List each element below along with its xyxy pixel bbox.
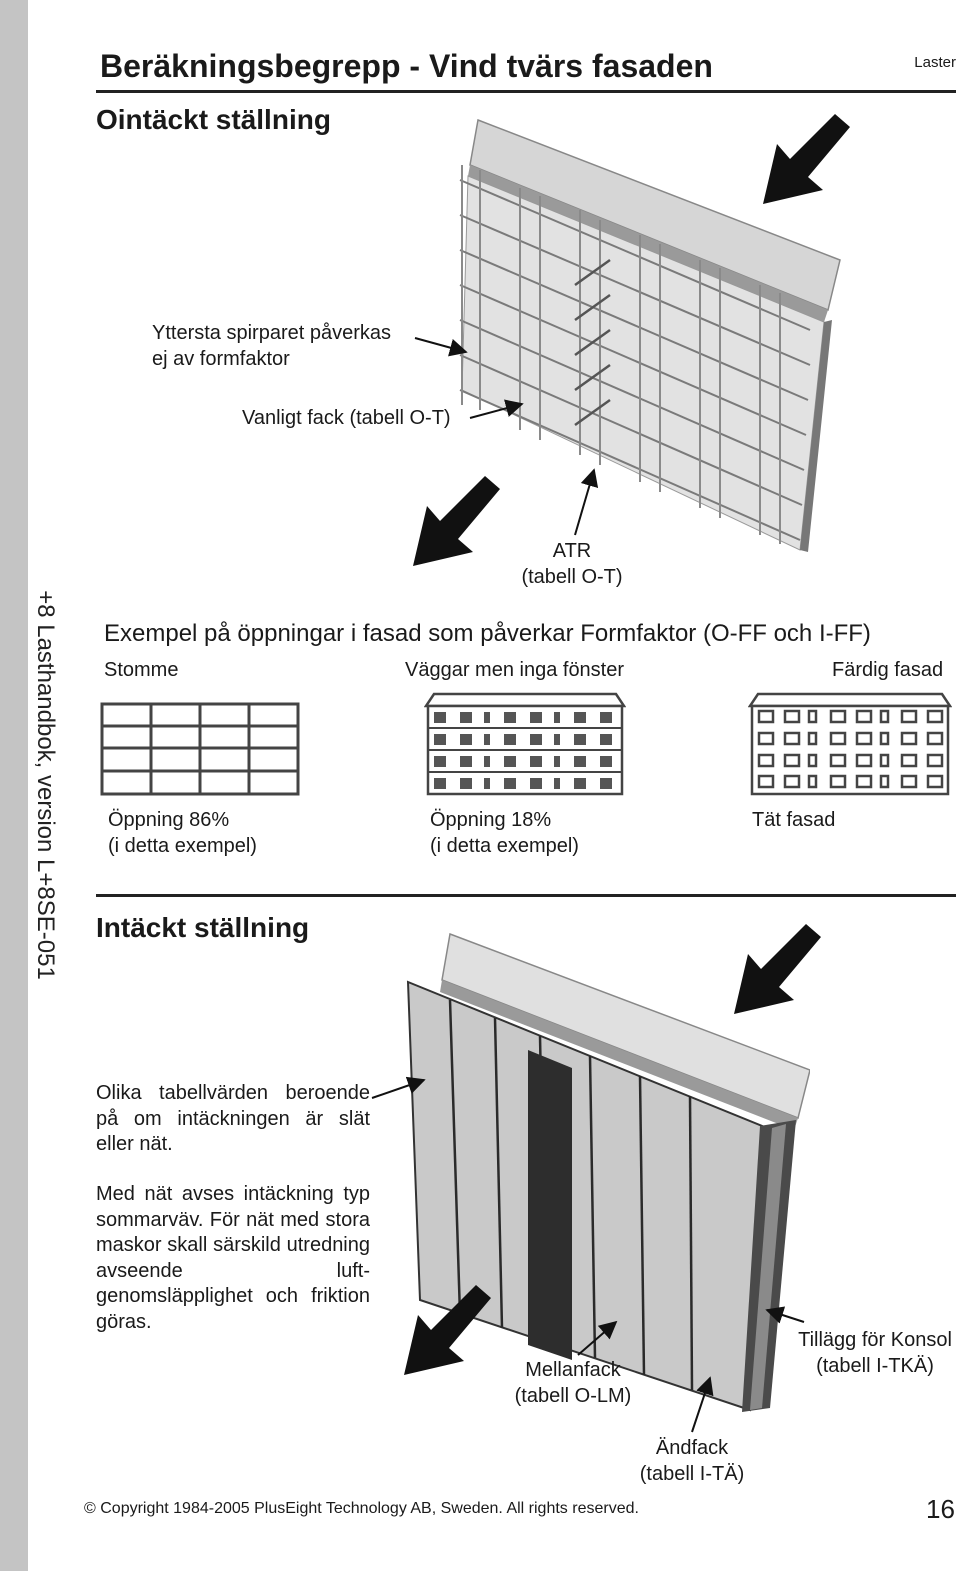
uncovered-leader-lines: [414, 337, 599, 536]
uncovered-scaffold-illustration: [459, 118, 841, 552]
caption-finished: Tät fasad: [752, 809, 836, 831]
page-title: Beräkningsbegrepp - Vind tvärs fasaden: [100, 48, 713, 84]
covered-leader-lines: [371, 1076, 805, 1433]
example-name-finished: Färdig fasad: [832, 659, 944, 681]
example-name-frame: Stomme: [104, 659, 179, 681]
section-tag: Laster: [914, 54, 956, 71]
caption-walls: Öppning 18% (i detta exempel): [430, 809, 579, 857]
section-rule: [96, 894, 956, 897]
covered-heading: Intäckt ställning: [96, 912, 310, 943]
label-regular-bay: Vanligt fack (tabell O-T): [242, 407, 451, 429]
sidebar-band: [0, 0, 28, 1571]
header-rule: [96, 90, 956, 93]
label-outer-standards: Yttersta spirparet påverkas ej av formfa…: [152, 322, 391, 370]
walls-building-diagram: [424, 692, 626, 796]
sidebar-label: +8 Lasthandbok, version L+8SE-051: [32, 590, 59, 980]
wind-arrow-icon: [404, 1285, 491, 1375]
caption-frame: Öppning 86% (i detta exempel): [108, 809, 257, 857]
label-intermediate-bay: Mellanfack (tabell O-LM): [514, 1359, 632, 1407]
page-number: 16: [926, 1494, 955, 1524]
copyright-notice: © Copyright 1984-2005 PlusEight Technolo…: [84, 1500, 639, 1517]
covered-paragraph-2: Med nät avses intäckning typ sommarväv. …: [96, 1183, 370, 1333]
finished-building-diagram: [748, 692, 952, 796]
uncovered-heading: Ointäckt ställning: [96, 104, 331, 135]
wind-arrow-icon: [734, 924, 821, 1014]
covered-scaffold-illustration: [406, 932, 810, 1412]
covered-paragraph-1: Olika tabellvärden beroende på om intäck…: [96, 1082, 370, 1155]
label-console: Tillägg för Konsol (tabell I-TKÄ): [798, 1329, 952, 1377]
label-end-bay: Ändfack (tabell I-TÄ): [639, 1437, 745, 1485]
wind-arrow-icon: [413, 476, 500, 566]
wind-arrow-icon: [763, 114, 850, 204]
openings-title: Exempel på öppningar i fasad som påverka…: [104, 620, 871, 647]
label-atr: ATR (tabell O-T): [521, 540, 623, 588]
frame-building-diagram: [100, 702, 300, 796]
example-name-walls: Väggar men inga fönster: [405, 659, 625, 681]
